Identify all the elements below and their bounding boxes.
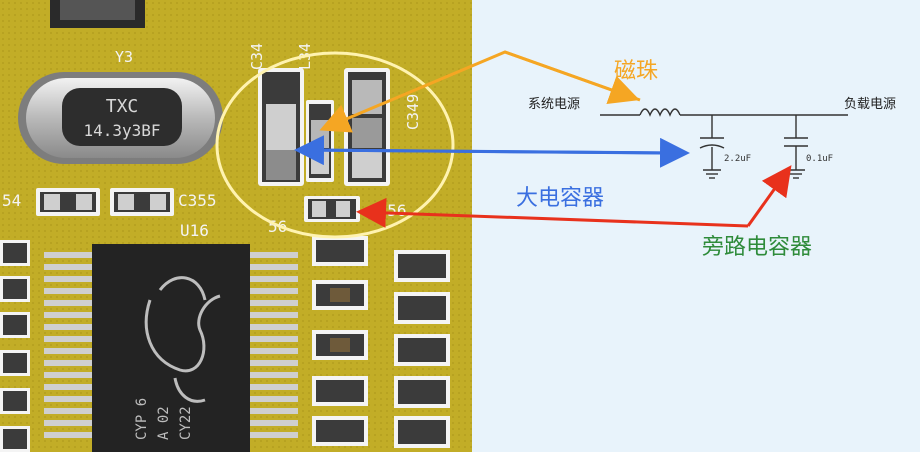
power-rail	[600, 108, 848, 117]
crystal-brand: TXC	[106, 96, 139, 117]
pcb-photo: TXC 14.3y3BF Y3 C34 L34 C349	[0, 0, 472, 452]
crystal: TXC 14.3y3BF	[18, 72, 223, 164]
top-component	[50, 0, 145, 28]
chip-text-3: CYP 6	[134, 398, 150, 440]
bypass-cap-arrow	[356, 165, 792, 228]
ic-chip: CY22 A 02 CYP 6	[44, 244, 298, 452]
ic-pins-left	[44, 252, 96, 438]
c355-label: C355	[178, 191, 217, 210]
ferrite-bead-label: 磁珠	[614, 59, 658, 84]
left-smd-column	[0, 240, 30, 452]
label-54: 54	[2, 191, 21, 210]
crystal-ref-label: Y3	[115, 48, 133, 66]
ferrite-arrow	[319, 50, 641, 133]
bypass-capacitor-value: 0.1uF	[806, 154, 833, 164]
c355-part	[36, 188, 174, 216]
bulk-capacitor-part	[258, 68, 304, 186]
chip-text-1: CY22	[178, 406, 194, 440]
bypass-capacitor-symbol	[784, 115, 808, 179]
bulk-capacitor-value: 2.2uF	[724, 154, 751, 164]
inductor-icon	[639, 108, 681, 117]
schematic: 系统电源 负载电源 2.2uF 0.1uF	[528, 97, 896, 179]
crystal-value: 14.3y3BF	[83, 121, 160, 140]
right-smd-grid	[312, 236, 450, 448]
bypass-capacitor-part	[304, 196, 360, 222]
c349-label: C349	[404, 94, 422, 130]
c356-label: C356	[368, 201, 407, 220]
chip-text-2: A 02	[156, 406, 172, 440]
ic-pins-right	[246, 252, 298, 438]
ferrite-bead-part	[306, 100, 334, 182]
c34-label: C34	[248, 43, 266, 70]
source-label: 系统电源	[528, 97, 580, 112]
bulk-cap-arrow	[294, 135, 690, 168]
load-label: 负载电源	[844, 97, 896, 112]
bypass-capacitor-label: 旁路电容器	[702, 235, 812, 260]
bulk-capacitor-symbol	[699, 115, 725, 179]
chip-logo-icon	[144, 276, 221, 403]
u16-label: U16	[180, 221, 209, 240]
c349-part	[344, 68, 390, 186]
highlight-ellipse	[215, 51, 455, 239]
bulk-capacitor-label: 大电容器	[516, 186, 604, 211]
